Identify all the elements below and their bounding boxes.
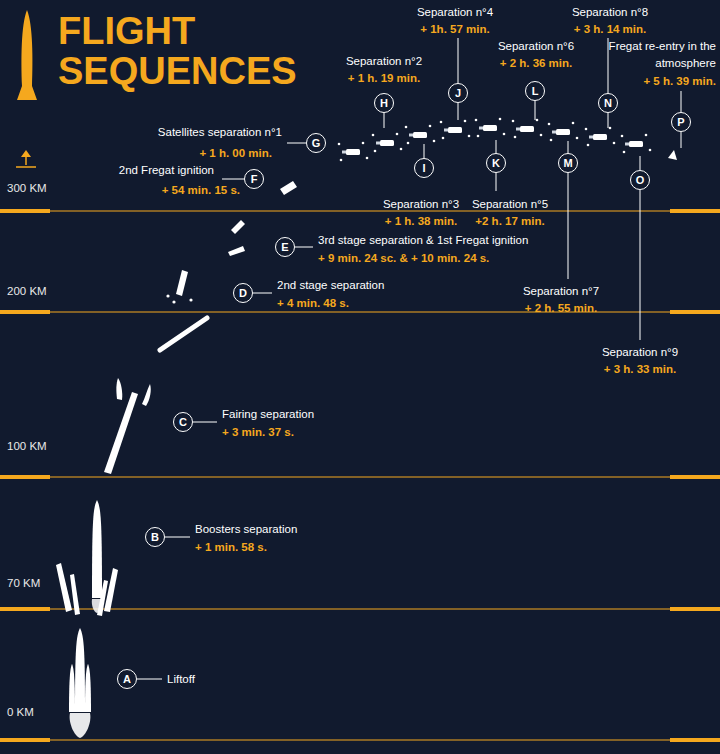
event-time: + 9 min. 24 sc. & + 10 min. 24 s.	[318, 250, 489, 267]
altitude-label: 0 KM	[7, 704, 34, 721]
callout-letter: N	[604, 98, 612, 109]
callout-circle: C	[173, 412, 193, 432]
event-time: + 3 min. 37 s.	[222, 424, 294, 441]
event-time: +2 h. 17 min.	[475, 213, 544, 230]
event-label: Fairing separation	[222, 406, 314, 423]
callout-letter: L	[532, 86, 539, 97]
event-time: + 3 h. 33 min.	[604, 361, 677, 378]
event-label: Separation n°2	[346, 53, 422, 70]
event-time: + 3 h. 14 min.	[574, 21, 647, 38]
callout-circle: O	[630, 170, 650, 190]
liftoff-rocket	[69, 628, 91, 738]
event-label: Separation n°6	[498, 38, 574, 55]
callout-circle: H	[374, 93, 394, 113]
event-time: + 1 min. 58 s.	[195, 539, 267, 556]
event-label: Satellites separation n°1	[158, 124, 282, 141]
callout-circle: E	[275, 237, 295, 257]
event-time: + 1h. 57 min.	[420, 21, 489, 38]
callout-letter: C	[179, 417, 187, 428]
event-label: 2nd stage separation	[277, 277, 384, 294]
altitude-label: 70 KM	[7, 575, 40, 592]
event-time: + 4 min. 48 s.	[277, 295, 349, 312]
event-time: + 1 h. 19 min.	[348, 70, 421, 87]
callout-circle: D	[233, 283, 253, 303]
callout-circle: J	[448, 83, 468, 103]
event-label: Separation n°7	[523, 283, 599, 300]
rocket-icon	[17, 10, 37, 100]
callout-letter: D	[239, 288, 247, 299]
callout-letter: J	[455, 88, 461, 99]
event-time: + 5 h. 39 min.	[643, 73, 716, 90]
event-label: Liftoff	[167, 671, 195, 688]
callout-letter: O	[636, 175, 645, 186]
event-label: 3rd stage separation & 1st Fregat igniti…	[318, 232, 528, 249]
event-time: + 2 h. 36 min.	[500, 55, 573, 72]
fregat-reentry	[668, 150, 677, 160]
callout-circle: B	[145, 527, 165, 547]
event-label: Boosters separation	[195, 521, 297, 538]
callout-letter: B	[151, 532, 159, 543]
callout-circle: A	[117, 669, 137, 689]
leader-lines	[137, 38, 681, 679]
altitude-label: 100 KM	[7, 438, 47, 455]
fairing-separation	[104, 378, 151, 474]
callout-circle: F	[244, 169, 264, 189]
altitude-lines	[0, 209, 720, 742]
second-stage-separation	[160, 270, 207, 350]
callout-circle: M	[558, 153, 578, 173]
altitude-label: 200 KM	[7, 283, 47, 300]
event-time: + 2 h. 55 min.	[525, 300, 598, 317]
fregat-stage	[280, 181, 297, 195]
event-time: + 54 min. 15 s.	[162, 182, 240, 199]
event-label: Separation n°3	[383, 196, 459, 213]
callout-letter: I	[422, 163, 425, 174]
altitude-label: 300 KM	[7, 180, 47, 197]
callout-circle: K	[486, 153, 506, 173]
chart-title: FLIGHT SEQUENCES	[58, 12, 308, 92]
event-label: Separation n°8	[572, 4, 648, 21]
callout-letter: G	[312, 138, 321, 149]
callout-circle: L	[525, 81, 545, 101]
callout-letter: P	[677, 117, 684, 128]
callout-letter: A	[123, 674, 131, 685]
callout-letter: H	[380, 98, 388, 109]
callout-circle: N	[598, 93, 618, 113]
third-stage-separation	[228, 220, 245, 256]
event-label: 2nd Fregat ignition	[119, 162, 214, 179]
booster-separation	[56, 500, 118, 616]
callout-circle: P	[671, 112, 691, 132]
event-label: Separation n°4	[417, 4, 493, 21]
callout-letter: K	[492, 158, 500, 169]
event-label: Separation n°9	[602, 344, 678, 361]
callout-circle: I	[414, 158, 434, 178]
event-time: + 1 h. 38 min.	[385, 213, 458, 230]
event-label: Separation n°5	[472, 196, 548, 213]
event-label: Fregat re-entry in the atmosphere	[606, 38, 716, 72]
callout-circle: G	[306, 133, 326, 153]
event-time: + 1 h. 00 min.	[199, 145, 272, 162]
altitude-icon	[16, 150, 36, 167]
callout-letter: M	[563, 158, 572, 169]
callout-letter: E	[281, 242, 288, 253]
callout-letter: F	[251, 174, 258, 185]
